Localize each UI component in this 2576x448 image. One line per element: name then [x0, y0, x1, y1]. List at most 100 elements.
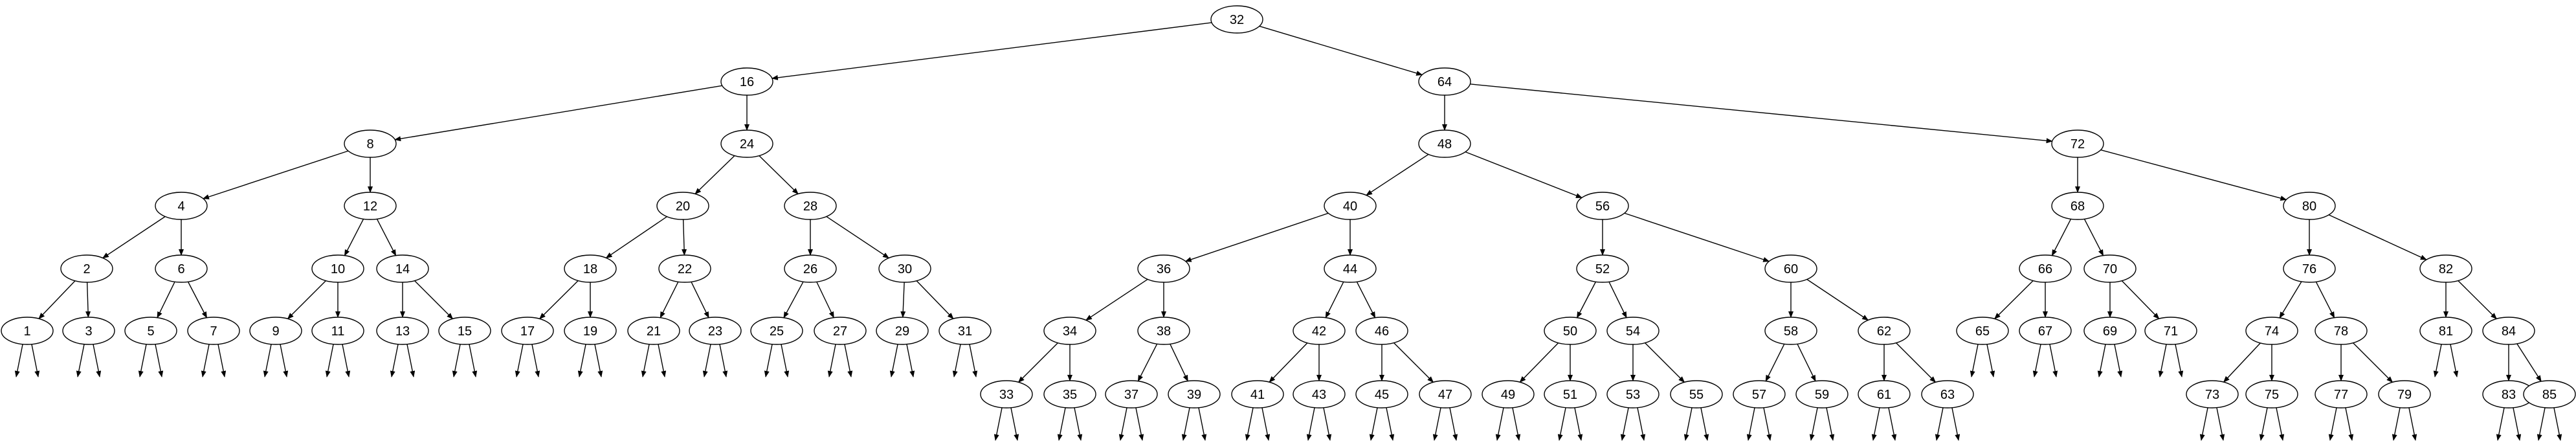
node-ellipse — [155, 192, 208, 220]
node-ellipse — [784, 192, 837, 220]
node-label: 51 — [1563, 388, 1577, 402]
tree-node-22: 22 — [658, 254, 711, 283]
node-ellipse — [2523, 380, 2576, 409]
tree-node-71: 71 — [2144, 317, 2197, 345]
node-ellipse — [938, 317, 992, 345]
edge-54-55 — [1645, 342, 1685, 383]
node-ellipse — [2283, 192, 2336, 220]
node-ellipse — [1043, 317, 1096, 345]
tree-node-85: 85 — [2523, 380, 2576, 409]
node-label: 85 — [2542, 388, 2557, 402]
tree-node-4: 4 — [155, 192, 208, 220]
tree-node-46: 46 — [1355, 317, 1408, 345]
null-link-83-left — [2496, 407, 2505, 441]
node-ellipse — [1293, 317, 1346, 345]
tree-node-10: 10 — [311, 254, 364, 283]
edge-56-60 — [1624, 212, 1770, 262]
tree-node-17: 17 — [501, 317, 554, 345]
node-ellipse — [658, 254, 711, 283]
node-label: 3 — [85, 324, 92, 339]
edge-2-3 — [85, 282, 91, 319]
edge-82-84 — [2458, 280, 2497, 320]
node-label: 61 — [1877, 388, 1891, 402]
node-label: 67 — [2038, 324, 2052, 339]
tree-node-63: 63 — [1921, 380, 1974, 409]
null-link-63-left — [1935, 407, 1944, 441]
node-label: 36 — [1157, 262, 1171, 276]
node-label: 39 — [1187, 388, 1201, 402]
null-link-53-right — [1637, 407, 1646, 441]
null-link-17-left — [515, 344, 524, 377]
null-link-73-right — [2216, 407, 2225, 441]
node-label: 56 — [1595, 199, 1610, 214]
node-label: 27 — [833, 324, 847, 339]
node-ellipse — [814, 317, 867, 345]
edge-78-79 — [2353, 342, 2393, 383]
edge-80-82 — [2328, 214, 2427, 260]
null-link-31-left — [952, 344, 961, 377]
null-link-5-right — [155, 344, 164, 377]
tree-node-84: 84 — [2482, 317, 2535, 345]
node-ellipse — [376, 254, 429, 283]
tree-node-13: 13 — [376, 317, 429, 345]
null-link-9-right — [280, 344, 289, 377]
node-label: 68 — [2071, 199, 2085, 214]
null-link-33-left — [994, 407, 1003, 441]
node-label: 2 — [83, 262, 90, 276]
null-link-17-right — [531, 344, 540, 377]
null-link-65-left — [1970, 344, 1979, 377]
edge-46-47 — [1393, 342, 1434, 383]
node-label: 42 — [1312, 324, 1326, 339]
tree-node-50: 50 — [1544, 317, 1597, 345]
null-link-81-left — [2433, 344, 2442, 377]
tree-node-55: 55 — [1670, 380, 1723, 409]
null-link-63-right — [1951, 407, 1960, 441]
node-ellipse — [1670, 380, 1723, 409]
tree-node-53: 53 — [1606, 380, 1660, 409]
tree-node-6: 6 — [155, 254, 208, 283]
tree-node-8: 8 — [344, 129, 397, 158]
null-link-23-left — [702, 344, 711, 377]
node-label: 59 — [1815, 388, 1829, 402]
node-ellipse — [249, 317, 302, 345]
node-label: 47 — [1438, 388, 1452, 402]
node-ellipse — [2419, 317, 2472, 345]
edge-38-37 — [1137, 343, 1158, 382]
edge-42-41 — [1269, 342, 1308, 383]
node-ellipse — [501, 317, 554, 345]
node-label: 57 — [1752, 388, 1766, 402]
edge-64-72 — [1470, 84, 2053, 144]
edge-60-62 — [1806, 278, 1869, 321]
node-label: 77 — [2334, 388, 2348, 402]
null-link-73-left — [2199, 407, 2208, 441]
node-label: 71 — [2164, 324, 2178, 339]
null-link-83-right — [2513, 407, 2522, 441]
node-label: 14 — [395, 262, 410, 276]
node-ellipse — [124, 317, 177, 345]
tree-node-33: 33 — [980, 380, 1033, 409]
node-ellipse — [564, 317, 617, 345]
edge-30-31 — [916, 280, 954, 320]
node-label: 54 — [1626, 324, 1640, 339]
node-ellipse — [60, 254, 113, 283]
node-ellipse — [980, 380, 1033, 409]
tree-node-57: 57 — [1733, 380, 1786, 409]
edge-20-18 — [605, 216, 667, 258]
null-link-39-left — [1181, 407, 1190, 441]
node-ellipse — [1231, 380, 1284, 409]
edge-44-46 — [1356, 281, 1376, 319]
node-ellipse — [2051, 192, 2104, 220]
node-label: 74 — [2265, 324, 2279, 339]
edge-74-73 — [2223, 342, 2261, 383]
tree-node-70: 70 — [2083, 254, 2137, 283]
node-label: 13 — [395, 324, 410, 339]
node-label: 44 — [1343, 262, 1357, 276]
tree-node-32: 32 — [1210, 5, 1263, 34]
node-ellipse — [784, 254, 837, 283]
node-label: 6 — [177, 262, 184, 276]
tree-node-5: 5 — [124, 317, 177, 345]
node-ellipse — [438, 317, 491, 345]
null-link-21-right — [658, 344, 667, 377]
node-ellipse — [627, 317, 680, 345]
tree-node-18: 18 — [564, 254, 617, 283]
